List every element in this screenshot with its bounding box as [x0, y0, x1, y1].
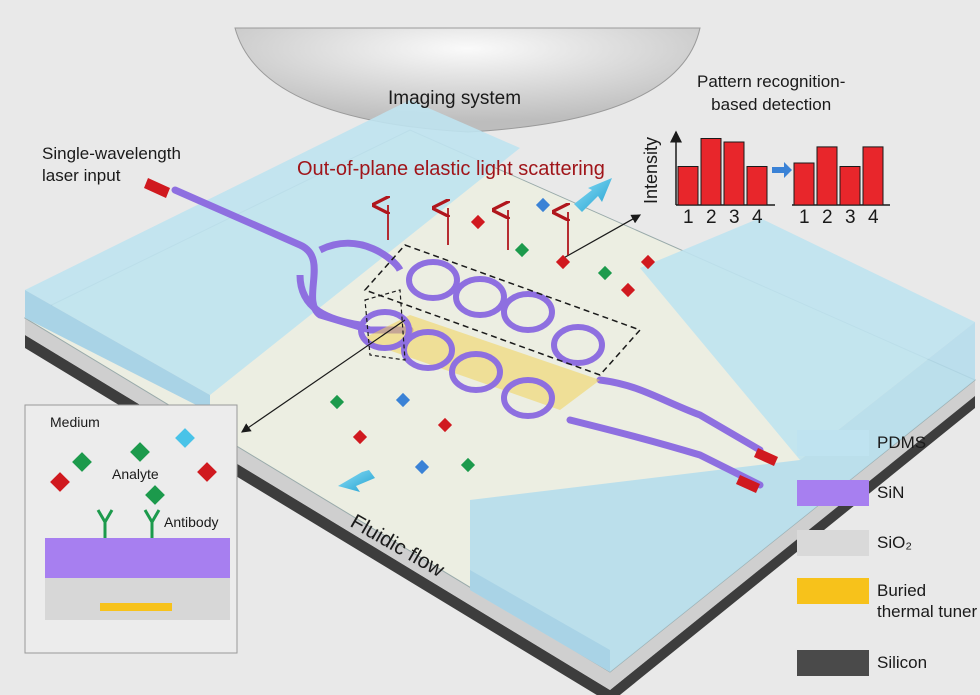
medium-label: Medium [50, 414, 100, 430]
intensity-bar [746, 166, 768, 206]
tick-label: 4 [752, 207, 763, 228]
thermal-tuner-strip [360, 315, 600, 410]
laser-output-arrow-2 [736, 475, 760, 493]
intensity-bar [816, 146, 838, 206]
laser-input-arrow [144, 178, 170, 198]
legend-swatch [797, 578, 869, 604]
laser-output-arrow-1 [754, 448, 778, 466]
tick-label: 1 [799, 207, 810, 228]
analytes [329, 197, 656, 475]
cross-section-inset [24, 404, 238, 654]
pdms-left-front [25, 290, 210, 412]
legend-item-silicon: Silicon [797, 650, 927, 676]
bars-after [793, 146, 884, 206]
tick-label: 2 [822, 207, 833, 228]
imaging-lens [234, 27, 701, 133]
laser-input-line2: laser input [42, 166, 121, 185]
dimension-arrow-right [559, 214, 642, 261]
analyte-label: Analyte [112, 466, 159, 482]
intensity-bar [862, 146, 884, 206]
tick-label: 3 [729, 207, 740, 228]
intensity-bar [793, 162, 815, 206]
legend-label: PDMS [877, 433, 927, 452]
legend: PDMS SiN SiO₂ Buried thermal tuner Silic… [797, 430, 977, 680]
dimension-arrow-left [241, 319, 406, 433]
legend-swatch [797, 430, 869, 456]
pdms-right-front [470, 570, 610, 672]
antibody-label: Antibody [164, 514, 219, 530]
legend-item-pdms: PDMS [797, 430, 926, 456]
bars-before [677, 138, 768, 206]
ring-resonators [358, 259, 605, 419]
legend-item-sio2: SiO₂ [797, 530, 912, 556]
scattering-label: Out-of-plane elastic light scattering [297, 158, 605, 180]
legend-swatch [797, 530, 869, 556]
legend-item-thermal-tuner: Buried thermal tuner [797, 578, 980, 622]
intensity-bar [723, 141, 745, 206]
flow-arrow-bottom [338, 470, 375, 492]
pattern-title-line2: based detection [711, 95, 832, 114]
legend-label: Buried thermal tuner [877, 581, 978, 621]
intensity-bar [677, 166, 699, 206]
legend-label: SiN [877, 483, 905, 502]
legend-swatch [797, 480, 869, 506]
legend-item-sin: SiN [797, 480, 904, 506]
pattern-change-arrow [772, 162, 792, 178]
legend-swatch [797, 650, 869, 676]
split-waveguide-upper [318, 239, 404, 272]
legend-label: Silicon [877, 653, 928, 672]
tick-label: 2 [706, 207, 717, 228]
split-waveguide-lower [296, 274, 361, 329]
imaging-system-label: Imaging system [388, 88, 522, 109]
tick-label: 1 [683, 207, 694, 228]
pdms-left-top [25, 100, 520, 395]
output-waveguide-2 [566, 416, 764, 489]
laser-input-line1: Single-wavelength [42, 144, 181, 163]
sensing-region-outline [363, 244, 642, 376]
intensity-bar [700, 138, 722, 206]
flow-arrow-top [574, 178, 612, 212]
pattern-title-line1: Pattern recognition- [697, 72, 846, 91]
laser-input-label: Single-wavelength laser input [42, 143, 181, 187]
sensing-region-inner [364, 289, 406, 361]
sio2-layer [25, 318, 975, 690]
intensity-axis-label: Intensity [641, 136, 662, 205]
pdms-right-low [470, 322, 975, 672]
pattern-title: Pattern recognition- based detection [697, 70, 845, 116]
legend-label: SiO₂ [877, 533, 912, 552]
tick-label: 3 [845, 207, 856, 228]
tick-label: 4 [868, 207, 879, 228]
output-waveguide-1 [596, 376, 764, 454]
pdms-right-top [640, 218, 975, 460]
intensity-bar [839, 166, 861, 206]
scattering-arrows [388, 205, 568, 255]
